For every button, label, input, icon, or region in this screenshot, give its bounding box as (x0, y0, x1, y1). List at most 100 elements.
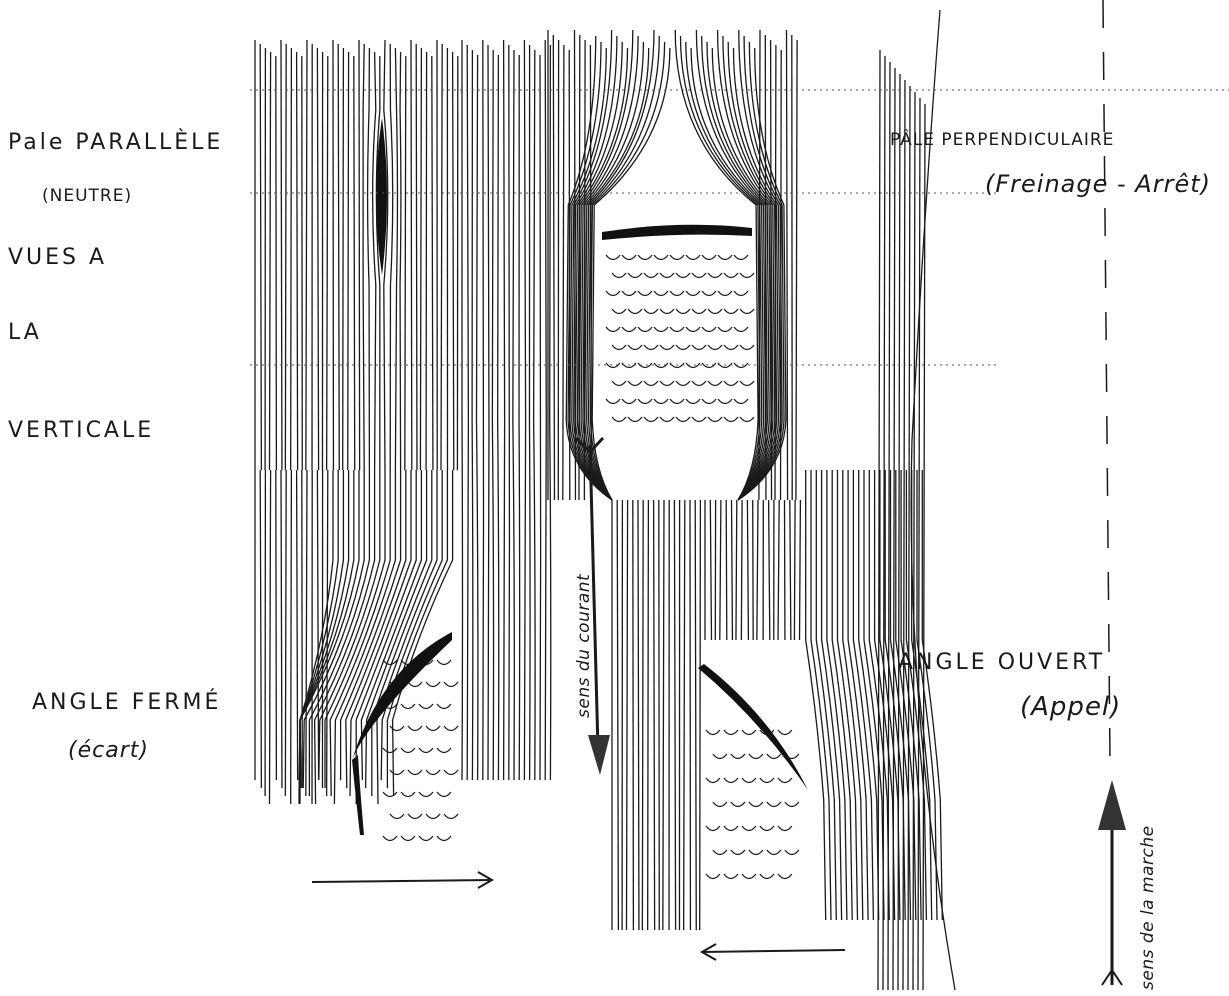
wake-scale (760, 874, 774, 879)
wake-scale (740, 417, 754, 422)
flow-line (327, 56, 328, 470)
flow-line (769, 500, 770, 640)
wake-scale (713, 802, 727, 807)
flow-line (467, 45, 468, 780)
flow-line (888, 62, 890, 990)
wake-scale (702, 327, 716, 332)
flow-line (441, 44, 442, 470)
wake-scale (708, 381, 722, 386)
flow-line (476, 55, 477, 780)
wake-scale (785, 850, 799, 855)
wake-scale (654, 399, 668, 404)
label-ecart: (écart) (68, 738, 149, 763)
flow-line (796, 40, 797, 500)
wake-scale (702, 399, 716, 404)
wake-scale (676, 417, 690, 422)
label-la: LA (8, 320, 42, 345)
wake-scale (686, 255, 700, 260)
wake-scale (692, 273, 706, 278)
flow-line (524, 40, 525, 780)
label-appel: (Appel) (1020, 692, 1121, 722)
wake-scale (660, 345, 674, 350)
flow-line (747, 500, 748, 640)
arrow-left (702, 944, 845, 960)
flow-line (771, 40, 772, 500)
flow-line (426, 52, 427, 470)
flow-line (757, 500, 758, 640)
wake-scale (654, 291, 668, 296)
wake-scale (708, 417, 722, 422)
wake-scale (390, 814, 404, 819)
wake-scale (644, 309, 658, 314)
wake-scale (622, 291, 636, 296)
flow-line (297, 470, 298, 780)
wake-scale (612, 381, 626, 386)
wake-scale (686, 399, 700, 404)
wake-scale (724, 381, 738, 386)
flow-line (411, 40, 412, 470)
flow-line (453, 52, 454, 470)
wake-scale (606, 327, 620, 332)
wake-scale (612, 417, 626, 422)
wake-scale (419, 792, 433, 797)
wake-scale (706, 730, 720, 735)
wake-scale (778, 730, 792, 735)
wake-scale (731, 802, 745, 807)
wake-scale (644, 417, 658, 422)
flow-line (260, 44, 261, 470)
wake-scale (383, 792, 397, 797)
wake-scale (426, 770, 440, 775)
wake-scale (760, 778, 774, 783)
flow-line (732, 500, 733, 640)
wake-scale (401, 704, 415, 709)
wake-scale (778, 874, 792, 879)
wake-scale (390, 770, 404, 775)
march-arrow (1098, 780, 1126, 985)
wake-scale (702, 291, 716, 296)
wake-scale (692, 309, 706, 314)
wake-scale (708, 345, 722, 350)
flow-line (674, 500, 675, 930)
flow-line (281, 40, 282, 470)
flow-line (317, 48, 318, 470)
wake-scale (724, 417, 738, 422)
wake-scale (638, 327, 652, 332)
wake-scale (742, 778, 756, 783)
wake-scale (713, 850, 727, 855)
wake-scale (760, 826, 774, 831)
arrow-right (312, 872, 492, 888)
wake-scale (644, 345, 658, 350)
wake-scale (686, 291, 700, 296)
flow-line (775, 45, 776, 500)
flow-line (492, 50, 493, 780)
wake-scale (419, 748, 433, 753)
label-angle-ferme: ANGLE FERMÉ (32, 690, 221, 715)
wake-scale (426, 726, 440, 731)
flow-line (787, 30, 788, 500)
flow-line (545, 40, 546, 780)
wake-scale (724, 273, 738, 278)
wake-scale (724, 345, 738, 350)
wake-scale (708, 309, 722, 314)
flow-line (393, 470, 453, 796)
wake-scale (638, 291, 652, 296)
flow-line (663, 500, 664, 930)
wake-scale (628, 381, 642, 386)
flow-line (354, 56, 355, 470)
flow-line (765, 35, 766, 500)
flow-line (585, 48, 649, 500)
wake-scale (742, 826, 756, 831)
wake-scale (660, 309, 674, 314)
flow-line (269, 470, 270, 804)
flow-line (654, 500, 655, 930)
wake-scale (740, 309, 754, 314)
wake-scale (718, 255, 732, 260)
wake-scale (740, 345, 754, 350)
wake-scale (670, 327, 684, 332)
flow-line (472, 50, 473, 780)
flow-line (306, 470, 307, 796)
flow-line (276, 56, 277, 470)
label-sens-de-la-marche: sens de la marche (1138, 825, 1158, 990)
wake-scale (444, 682, 458, 687)
wake-scale (606, 291, 620, 296)
